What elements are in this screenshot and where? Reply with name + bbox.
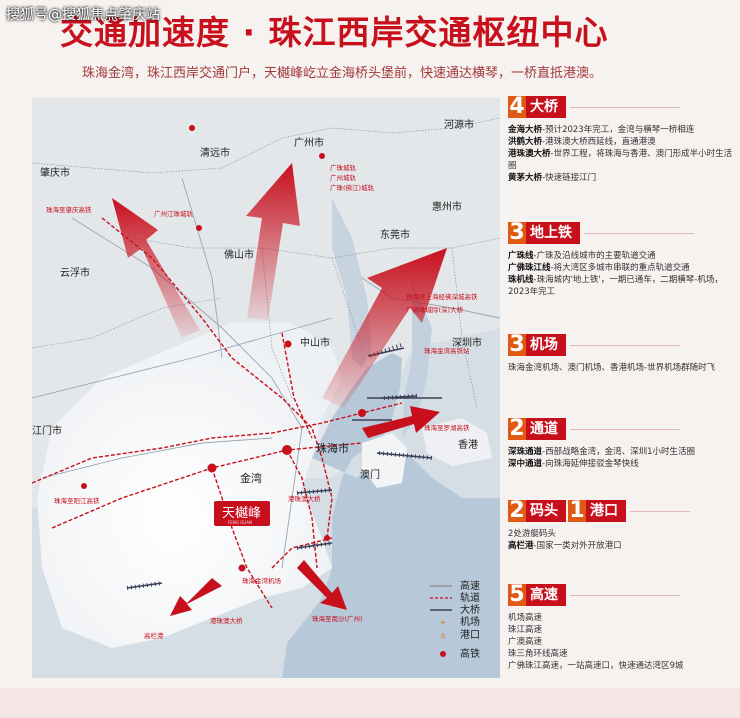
arrow-port: [297, 560, 347, 610]
city-zhongshan: 中山市: [300, 336, 330, 349]
svg-text:大桥: 大桥: [460, 603, 480, 616]
svg-text:高铁: 高铁: [460, 647, 480, 660]
city-zhaoqing: 肇庆市: [40, 166, 70, 179]
arrow-airport: [170, 578, 222, 616]
arrow-guangzhou: [246, 163, 300, 320]
svg-text:⚓: ⚓: [440, 632, 446, 640]
city-hongkong: 香港: [458, 439, 478, 451]
headline: 交通加速度 · 珠江西岸交通枢纽中心: [0, 0, 740, 62]
project-marker[interactable]: 天樾峰 FENG GUAN: [214, 501, 270, 526]
section-title: 大桥: [526, 96, 566, 118]
section-metro: 3 地上铁 广珠线-广珠及沿线城市的主要轨道交通 广佛珠江线-将大湾区多城市串联…: [508, 220, 723, 297]
map-legend: 高速 轨道 大桥 ✈ 机场 ⚓ 港口 高铁: [430, 579, 480, 660]
section-number: 4: [508, 94, 526, 119]
svg-text:广州江珠城轨: 广州江珠城轨: [154, 209, 194, 218]
page-title: 交通加速度 · 珠江西岸交通枢纽中心: [60, 13, 609, 52]
section-title: 高速: [526, 584, 566, 606]
section-passages: 2 通道 深珠通道-西部战略金湾，金湾、深圳1小时生活圈 深中通道-向珠海延伸接…: [508, 416, 695, 469]
city-foshan: 佛山市: [224, 248, 254, 261]
section-bridges: 4 大桥 金海大桥-预计2023年完工，金湾与横琴一桥相连 洪鹤大桥-港珠澳大桥…: [508, 94, 733, 183]
arrow-shenzhen: [322, 248, 447, 408]
bridges: [126, 342, 442, 590]
svg-text:机场: 机场: [460, 615, 480, 628]
page-subtitle: 珠海金湾，珠江西岸交通门户，天樾峰屹立金海桥头堡前，快速通达横琴，一桥直抵港澳。: [82, 66, 603, 81]
svg-text:珠海至阳江高铁: 珠海至阳江高铁: [54, 496, 100, 505]
svg-text:港珠澳大桥: 港珠澳大桥: [210, 616, 243, 625]
svg-text:珠海至肇庆高铁: 珠海至肇庆高铁: [46, 205, 92, 214]
svg-text:港口: 港口: [460, 629, 480, 641]
svg-text:珠海至罗湖高铁: 珠海至罗湖高铁: [424, 423, 470, 432]
city-zhuhai: 珠海市: [316, 441, 349, 455]
svg-text:✈: ✈: [440, 619, 446, 627]
svg-text:珠海金湾机场: 珠海金湾机场: [242, 576, 282, 585]
hongkong-island: [422, 418, 492, 466]
svg-text:轨道: 轨道: [460, 591, 480, 604]
macau-island: [362, 433, 407, 488]
city-shenzhen: 深圳市: [452, 336, 482, 349]
arrow-zhaoqing: [112, 198, 200, 338]
city-heyuan: 河源市: [444, 118, 474, 131]
svg-text:广州城轨: 广州城轨: [330, 173, 357, 182]
svg-text:港珠澳大桥: 港珠澳大桥: [288, 494, 321, 503]
city-guangzhou: 广州市: [294, 136, 324, 149]
svg-text:广珠(佛江)城轨: 广珠(佛江)城轨: [330, 183, 375, 192]
area-jinwan: 金湾: [240, 471, 262, 485]
map-canvas: 河源市 广州市 清远市 肇庆市 惠州市 佛山市 东莞市 云浮市 中山市 深圳市 …: [32, 98, 500, 678]
section-title: 地上铁: [526, 222, 580, 244]
svg-text:天樾峰: 天樾峰: [222, 505, 261, 521]
svg-text:珠海至南沙(广州): 珠海至南沙(广州): [312, 614, 363, 623]
city-dongguan: 东莞市: [380, 228, 410, 241]
section-highways: 5 高速 机场高速 珠江高速 广澳高速 珠三角环线高速 广佛珠江高速，一站高速口…: [508, 582, 684, 671]
section-title-2: 港口: [586, 500, 626, 522]
city-qingyuan: 清远市: [200, 146, 230, 159]
section-number: 3: [508, 332, 526, 357]
svg-text:高速: 高速: [460, 579, 480, 592]
svg-text:广珠城轨: 广珠城轨: [330, 163, 357, 172]
svg-text:广佛珠城际(深)大桥: 广佛珠城际(深)大桥: [406, 305, 464, 314]
boundaries: [32, 117, 500, 409]
svg-text:珠海金湾高铁站: 珠海金湾高铁站: [424, 346, 470, 355]
annotations: 珠海至肇庆高铁 广州江珠城轨 广珠城轨 广州城轨 广珠(佛江)城轨 珠海至上海经…: [46, 163, 478, 640]
svg-text:珠海至上海经佛深城高铁: 珠海至上海经佛深城高铁: [406, 292, 478, 301]
svg-text:高栏港: 高栏港: [144, 631, 164, 640]
section-number: 5: [508, 582, 526, 607]
watermark: 搜狐号@搜狐焦点肇庆站: [6, 7, 160, 23]
section-airports: 3 机场 珠海金湾机场、澳门机场、香港机场-世界机场群随时飞: [508, 332, 716, 373]
svg-text:FENG GUAN: FENG GUAN: [228, 520, 252, 525]
section-title: 通道: [526, 418, 566, 440]
section-title: 机场: [526, 334, 566, 356]
city-macau: 澳门: [360, 468, 380, 481]
zhuhai-region: [37, 323, 342, 648]
city-huizhou: 惠州市: [432, 200, 462, 213]
section-number: 3: [508, 220, 526, 245]
city-yunfu: 云浮市: [60, 266, 90, 279]
direction-arrows: [112, 163, 447, 616]
section-number-2: 1: [568, 498, 586, 523]
section-number: 2: [508, 498, 526, 523]
section-title: 码头: [526, 500, 566, 522]
section-number: 2: [508, 416, 526, 441]
city-jiangmen: 江门市: [32, 424, 62, 437]
transport-map[interactable]: 河源市 广州市 清远市 肇庆市 惠州市 佛山市 东莞市 云浮市 中山市 深圳市 …: [32, 98, 500, 678]
stations: [81, 125, 366, 572]
section-ports: 2 码头 1 港口 2处游艇码头 高栏港-国家一类对外开放港口: [508, 500, 736, 552]
arrow-hongkong: [362, 406, 440, 438]
footer-strip: [0, 688, 740, 718]
